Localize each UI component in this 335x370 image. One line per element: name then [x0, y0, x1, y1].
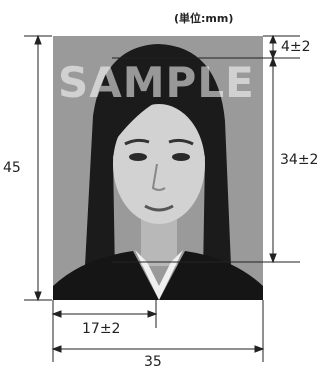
- width-total-label: 35: [144, 354, 162, 370]
- center-offset-label: 17±2: [82, 321, 121, 337]
- head-height-label: 34±2: [280, 152, 319, 168]
- person-illustration: [53, 44, 263, 300]
- sample-watermark: SAMPLE: [58, 58, 255, 107]
- unit-label: (単位:mm): [174, 12, 234, 25]
- height-total-label: 45: [3, 160, 21, 176]
- top-margin-label: 4±2: [281, 39, 311, 55]
- id-photo: [53, 36, 263, 300]
